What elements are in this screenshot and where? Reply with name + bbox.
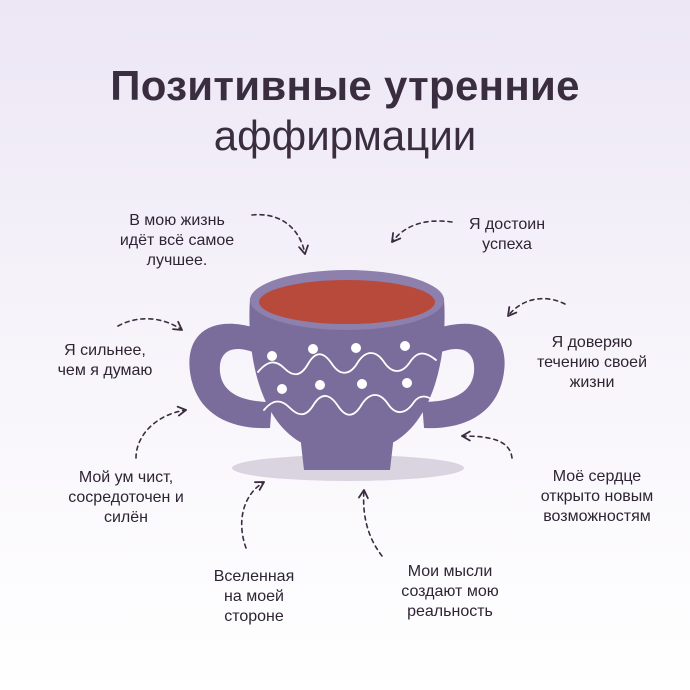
cup-body: [249, 298, 445, 442]
dashed-arrow-icon: [391, 220, 453, 243]
page-subtitle: аффирмации: [213, 112, 477, 159]
cup-dot: [351, 343, 361, 353]
dashed-arrow-icon: [461, 430, 513, 459]
cup-dot: [357, 379, 367, 389]
cup-handle-right: [422, 323, 505, 429]
cup-dots: [267, 341, 412, 394]
affirmation-best-life: В мою жизнь идёт всё самое лучшее.: [119, 212, 235, 269]
cup-foot: [300, 435, 394, 470]
dashed-arrow-icon: [507, 297, 566, 317]
cup-dot: [402, 378, 412, 388]
cup-wave-top: [257, 352, 437, 376]
dashed-arrow-icon: [251, 213, 309, 255]
affirmation-trust-life: Я доверяю течению своей жизни: [536, 334, 648, 391]
page-title: Позитивные утренние: [110, 62, 580, 109]
dashed-arrow-icon: [240, 481, 265, 549]
cup-dot: [267, 351, 277, 361]
affirmation-worthy-success: Я достоин успеха: [468, 216, 546, 253]
dashed-arrow-icon: [117, 317, 183, 331]
affirmation-open-heart: Моё сердце открыто новым возможностям: [540, 468, 654, 525]
affirmation-thoughts-reality: Мои мысли создают мою реальность: [401, 563, 499, 620]
dashed-arrow-icon: [358, 489, 383, 557]
dashed-arrow-icon: [135, 405, 187, 459]
cup-handle-left: [189, 323, 272, 429]
tea-surface: [259, 280, 435, 324]
cup-dot: [277, 384, 287, 394]
cup-dot: [400, 341, 410, 351]
cup-wave-bottom: [263, 394, 433, 416]
affirmation-universe: Вселенная на моей стороне: [213, 568, 295, 625]
cup-dot: [315, 380, 325, 390]
affirmation-clear-mind: Мой ум чист, сосредоточен и силён: [68, 469, 184, 526]
affirmation-stronger: Я сильнее, чем я думаю: [57, 342, 153, 379]
cup-dot: [308, 344, 318, 354]
